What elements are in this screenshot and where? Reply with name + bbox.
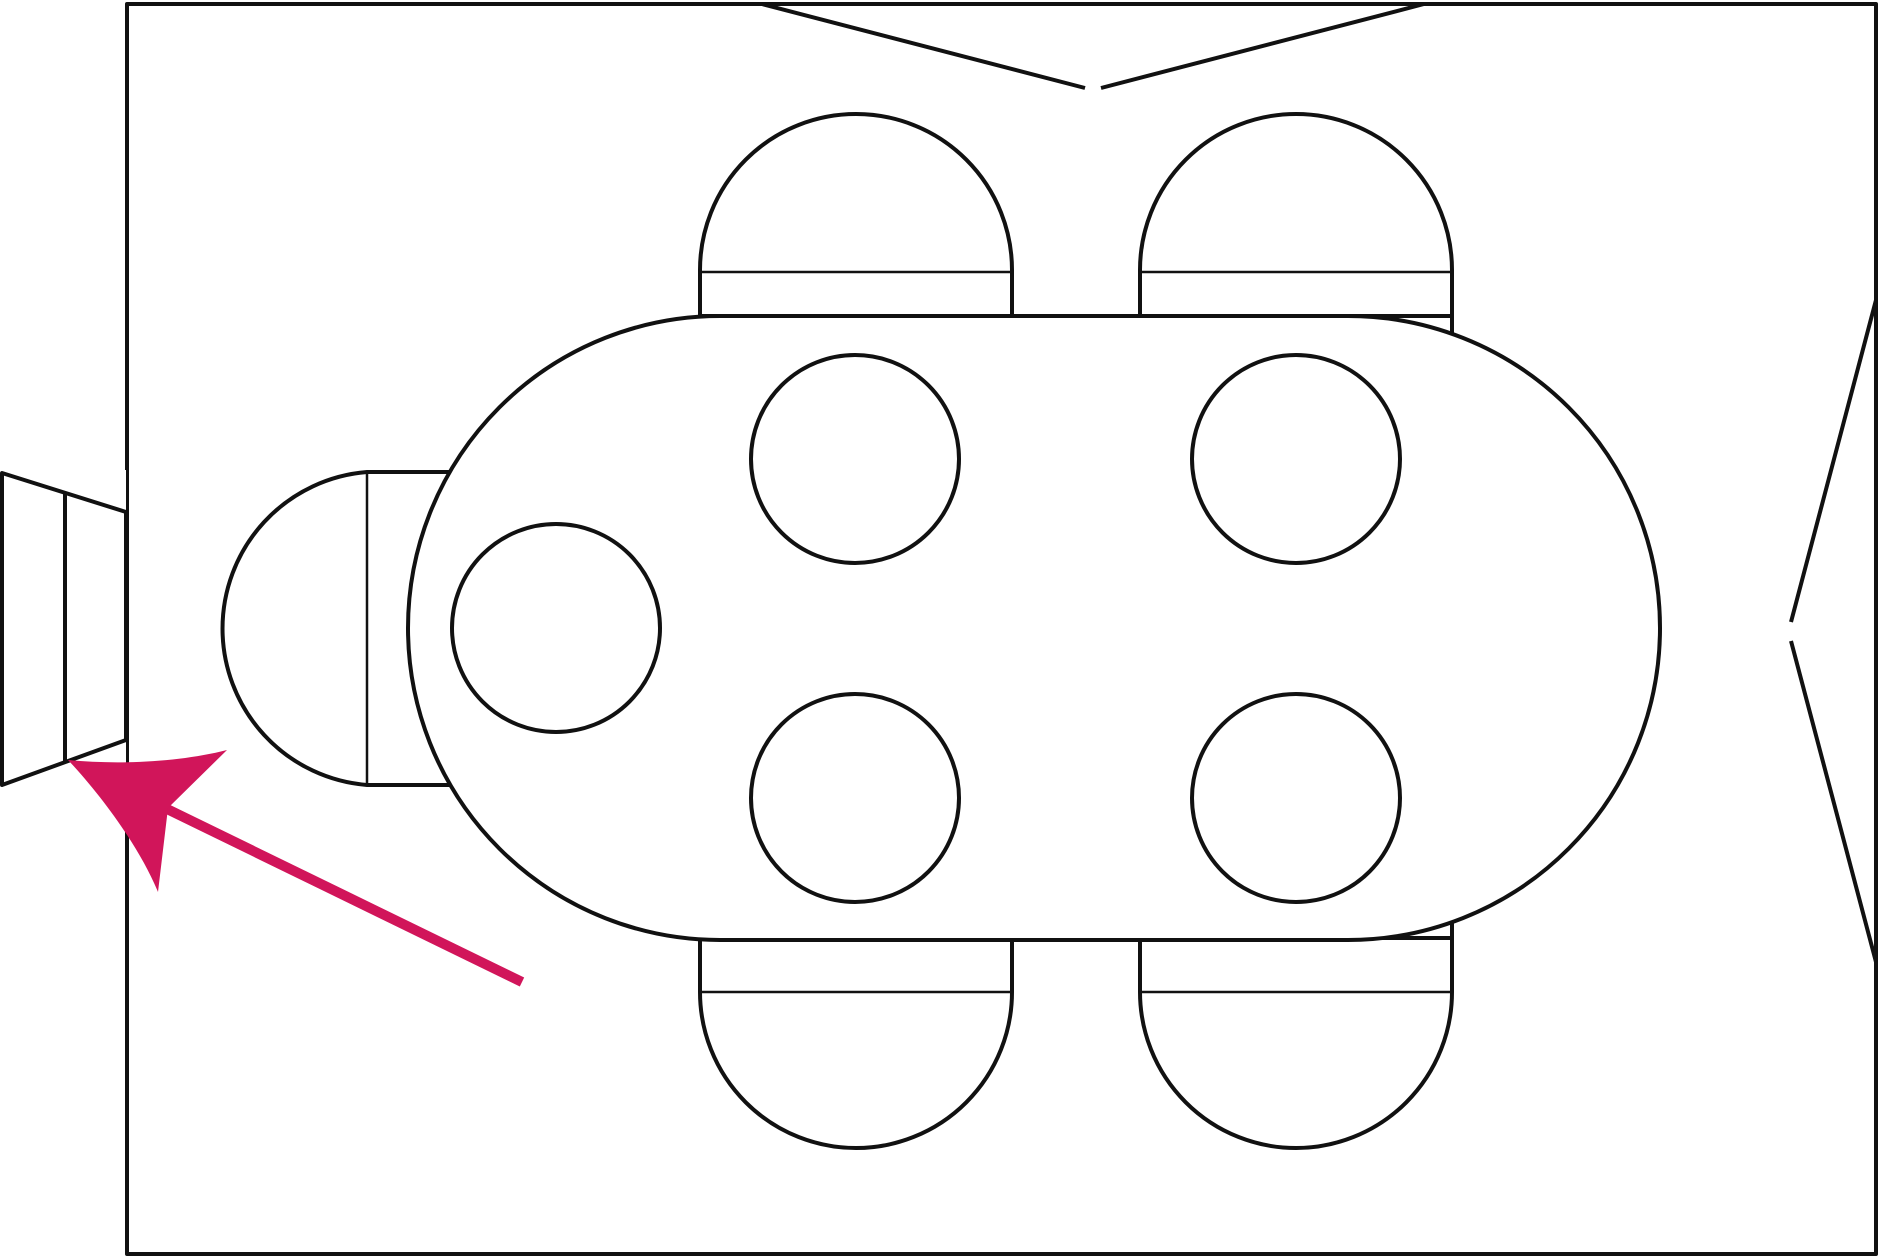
chair-top-left [698, 112, 1014, 318]
wall-display-left [0, 470, 128, 788]
wall-display-right [1789, 299, 1878, 963]
arrow-icon [68, 750, 525, 987]
chair-top-right [1138, 112, 1454, 336]
chair-bottom-left [698, 936, 1014, 1150]
meeting-table [406, 314, 1662, 942]
seat-head [450, 522, 662, 734]
wall-display-top [761, 2, 1425, 90]
seat-bottom-left [749, 692, 961, 904]
seat-top-left [749, 353, 961, 565]
seat-bottom-right [1190, 692, 1402, 904]
seat-top-right [1190, 353, 1402, 565]
chair-bottom-right [1138, 920, 1454, 1150]
chair-head-left [220, 470, 462, 787]
